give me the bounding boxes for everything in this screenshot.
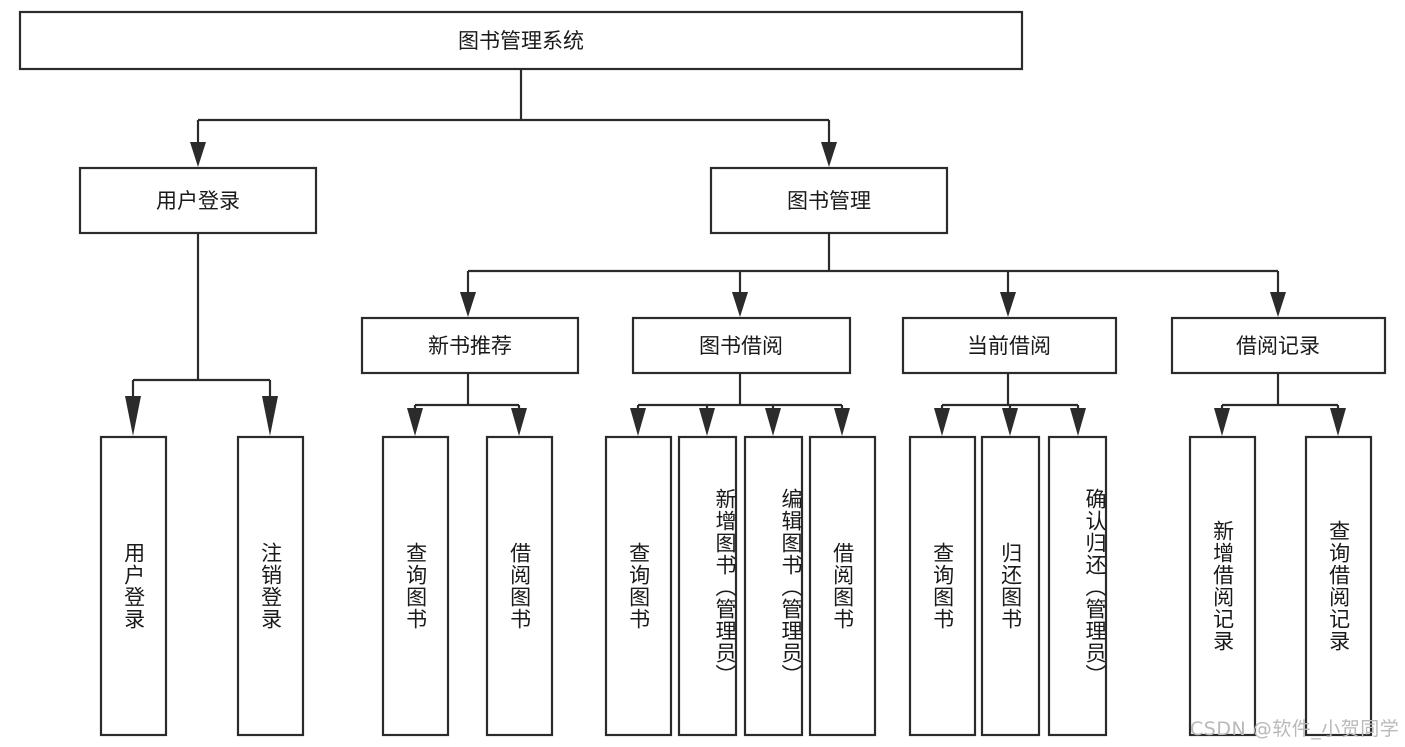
arrow-head-leaf-query-book-2 [630, 408, 646, 436]
node-current-borrow-label: 当前借阅 [967, 334, 1051, 358]
node-leaf-edit-book-box[interactable] [743, 435, 804, 737]
arrow-head-leaf-add-book [699, 408, 715, 436]
node-leaf-add-record-box[interactable] [1188, 435, 1257, 737]
connector-layer [125, 69, 1346, 436]
arrow-head-book-manage [821, 142, 837, 167]
node-leaf-query-record-box[interactable] [1304, 435, 1373, 737]
arrow-head-new-book-recommend [460, 292, 476, 317]
node-leaf-borrow-book-2-box[interactable] [808, 435, 877, 737]
arrow-head-current-borrow [1000, 292, 1016, 317]
node-leaf-query-book-2-box[interactable] [604, 435, 673, 737]
node-root-box[interactable] [18, 10, 1024, 71]
node-book-borrow-label: 图书借阅 [699, 334, 783, 358]
arrow-head-leaf-query-book-1 [407, 408, 423, 436]
arrow-head-leaf-return-book [1002, 408, 1018, 436]
arrow-head-leaf-query-book-3 [934, 408, 950, 436]
node-leaf-add-book-box[interactable] [677, 435, 738, 737]
node-current-borrow-box[interactable] [901, 316, 1118, 375]
arrow-head-leaf-confirm-return [1070, 408, 1086, 436]
arrow-head-leaf-add-record [1214, 408, 1230, 436]
node-leaf-user-login-box[interactable] [99, 435, 168, 737]
node-leaf-logout-login-box[interactable] [236, 435, 305, 737]
node-leaf-confirm-return-box[interactable] [1047, 435, 1108, 737]
node-leaf-query-book-1-box[interactable] [381, 435, 450, 737]
node-book-manage-box[interactable] [709, 166, 949, 235]
csdn-watermark: CSDN @软件_小贺同学 [1190, 718, 1400, 740]
node-new-book-recommend-box[interactable] [360, 316, 580, 375]
node-user-login-box[interactable] [78, 166, 318, 235]
node-borrow-record-label: 借阅记录 [1236, 334, 1320, 358]
arrow-head-leaf-query-record [1330, 408, 1346, 436]
arrow-head-borrow-record [1270, 292, 1286, 317]
node-user-login-label: 用户登录 [156, 189, 240, 213]
node-leaf-borrow-book-1-box[interactable] [485, 435, 554, 737]
node-new-book-recommend-label: 新书推荐 [428, 334, 512, 358]
node-borrow-record-box[interactable] [1170, 316, 1387, 375]
node-book-borrow-box[interactable] [631, 316, 852, 375]
arrow-head-book-borrow [732, 292, 748, 317]
node-leaf-query-book-3-box[interactable] [908, 435, 977, 737]
node-leaf-return-book-box[interactable] [980, 435, 1041, 737]
node-book-manage-label: 图书管理 [787, 189, 871, 213]
arrow-head-leaf-borrow-book-2 [834, 408, 850, 436]
node-layer: 图书管理系统 用户登录 图书管理 新书推荐 图书借阅 当前借阅 借阅记录 [18, 10, 1387, 737]
arrow-head-leaf-edit-book [765, 408, 781, 436]
arrow-head-user-login [190, 142, 206, 167]
arrow-head-leaf-logout-login [262, 396, 278, 436]
node-root-label: 图书管理系统 [458, 29, 584, 53]
arrow-head-leaf-borrow-book-1 [511, 408, 527, 436]
arrow-head-leaf-user-login [125, 396, 141, 436]
